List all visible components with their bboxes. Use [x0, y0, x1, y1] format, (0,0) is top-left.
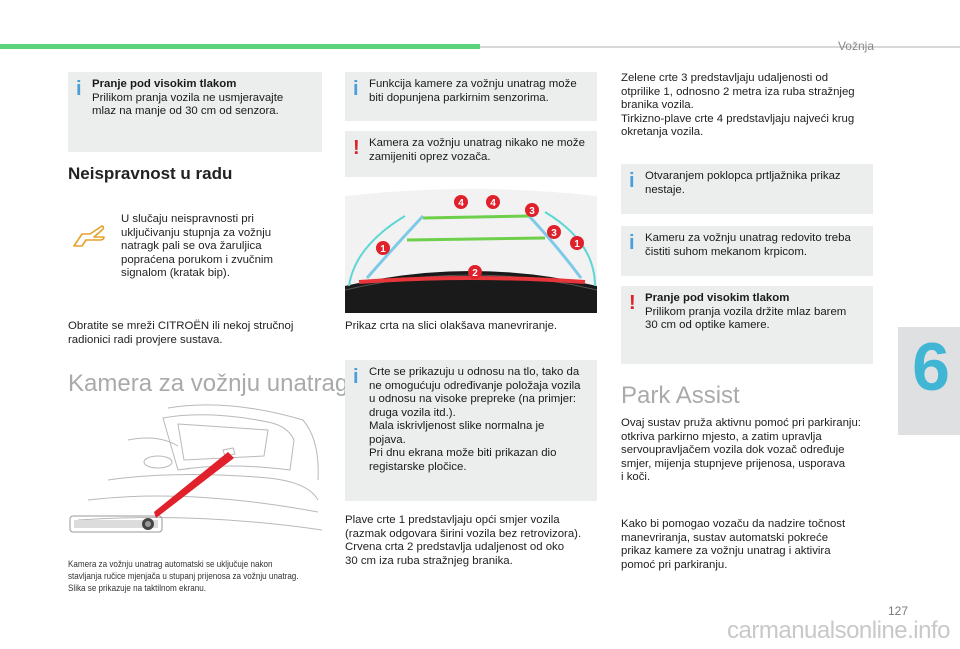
clean-info-note: i Kameru za vožnju unatrag redovito treb… — [621, 226, 873, 276]
label-1: 1 — [380, 244, 386, 255]
label-4: 4 — [490, 198, 496, 209]
note-text: Prilikom pranja vozila ne usmjeravajte m… — [92, 91, 284, 118]
info-icon: i — [76, 78, 82, 100]
note-text: Kamera za vožnju unatrag nikako ne može … — [369, 137, 585, 163]
park-assist-text-2: Kako bi pomogao vozaču da nadzire točnos… — [621, 518, 846, 571]
note-text: Otvaranjem poklopca prtljažnika prikaz n… — [645, 170, 841, 196]
camera-view-image: 1 1 2 3 3 4 4 — [345, 186, 597, 313]
note-text: Kameru za vožnju unatrag redovito treba … — [645, 232, 851, 258]
hand-warning-lamp-icon — [73, 225, 105, 247]
chapter-number: 6 — [912, 329, 950, 405]
park-assist-text: Ovaj sustav pruža aktivnu pomoć pri park… — [621, 417, 861, 483]
network-text: Obratite se mreži CITROËN ili nekoj stru… — [68, 320, 294, 346]
lines-info-note: i Crte se prikazuju u odnosu na tlo, tak… — [345, 360, 597, 501]
camera-caption: Kamera za vožnju unatrag automatski se u… — [68, 559, 299, 593]
car-rear-illustration — [68, 400, 324, 548]
green-lines-text: Zelene crte 3 predstavljaju udaljenosti … — [621, 72, 855, 138]
section-title: Vožnja — [837, 39, 874, 53]
label-1: 1 — [574, 239, 580, 250]
info-icon: i — [353, 366, 359, 388]
mirror-warning-note: ! Kamera za vožnju unatrag nikako ne mož… — [345, 131, 597, 177]
label-4: 4 — [458, 198, 464, 209]
note-text: Funkcija kamere za vožnju unatrag može b… — [369, 78, 577, 104]
image-caption: Prikaz crta na slici olakšava manevriran… — [345, 320, 558, 332]
header-accent-bar — [0, 44, 480, 49]
camera-heading: Kamera za vožnju unatrag — [68, 370, 349, 397]
wash-warning-note: ! Pranje pod visokim tlakom Prilikom pra… — [621, 286, 873, 364]
lines-text: Plave crte 1 predstavljaju opći smjer vo… — [345, 514, 582, 567]
park-assist-heading: Park Assist — [621, 382, 740, 409]
note-title: Pranje pod visokim tlakom — [645, 292, 790, 304]
note-text: Prilikom pranja vozila držite mlaz barem… — [645, 305, 847, 332]
info-icon: i — [353, 78, 359, 100]
warning-icon: ! — [629, 292, 636, 314]
page-number: 127 — [887, 604, 908, 618]
malfunction-text: U slučaju neispravnosti pri uključivanju… — [121, 213, 273, 279]
watermark: carmanualsonline.info — [727, 617, 950, 644]
chapter-tab — [898, 327, 960, 435]
wash-info-note: i Pranje pod visokim tlakom Prilikom pra… — [68, 72, 322, 152]
malfunction-heading: Neispravnost u radu — [68, 164, 233, 183]
label-3: 3 — [529, 206, 535, 217]
info-icon: i — [629, 170, 635, 192]
note-text: Crte se prikazuju u odnosu na tlo, tako … — [369, 366, 581, 473]
warning-icon: ! — [353, 137, 360, 159]
info-icon: i — [629, 232, 635, 254]
note-title: Pranje pod visokim tlakom — [92, 78, 237, 90]
label-2: 2 — [472, 268, 478, 279]
label-3: 3 — [551, 228, 557, 239]
sensors-info-note: i Funkcija kamere za vožnju unatrag može… — [345, 72, 597, 121]
boot-info-note: i Otvaranjem poklopca prtljažnika prikaz… — [621, 164, 873, 214]
header-rule — [480, 46, 960, 48]
